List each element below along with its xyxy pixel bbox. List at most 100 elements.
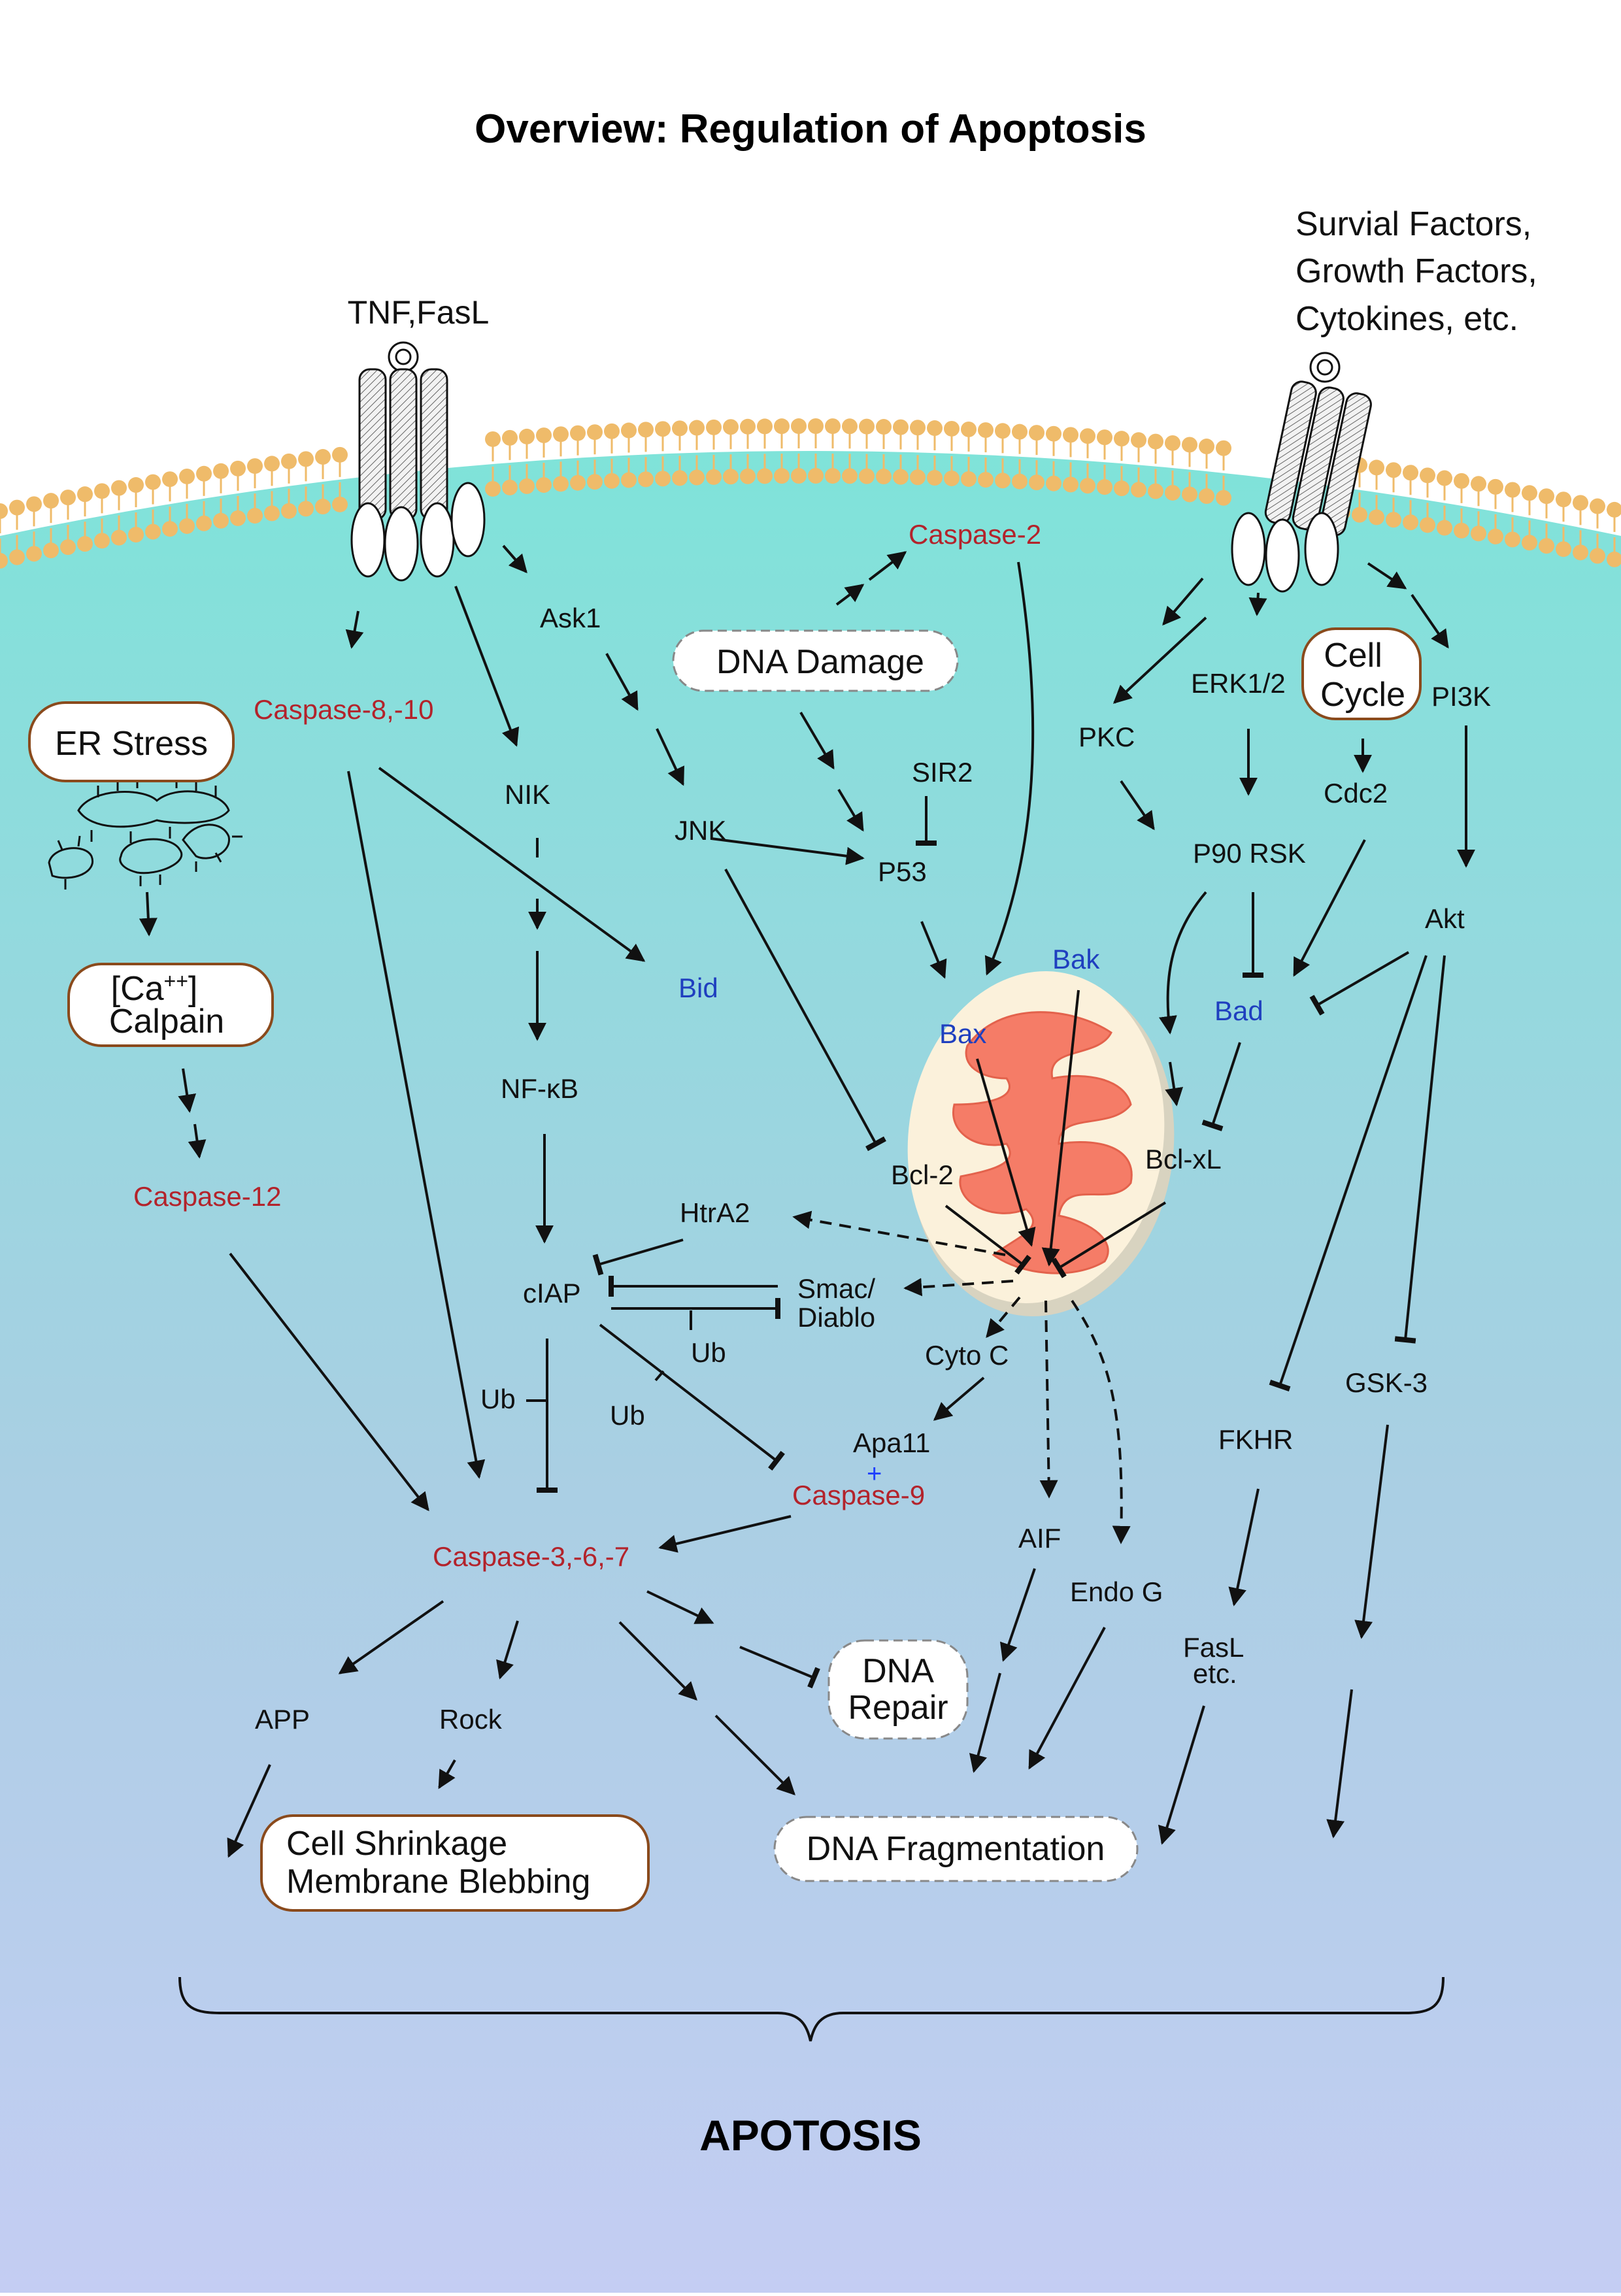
lipid-head (842, 468, 858, 484)
node-bcl2: Bcl-2 (891, 1159, 954, 1190)
box-dna-damage: DNA Damage (672, 629, 959, 692)
lipid-head (1182, 437, 1197, 453)
box-cell-cycle: Cell Cycle (1301, 627, 1422, 720)
lipid-head (757, 418, 773, 435)
lipid-head (1369, 459, 1384, 476)
lipid-head (689, 469, 705, 486)
lipid-head (196, 465, 212, 482)
lipid-head (247, 508, 263, 524)
lipid-head (1097, 429, 1112, 446)
lipid-head (26, 546, 42, 562)
lipid-head (995, 473, 1011, 489)
lipid-head (1080, 478, 1095, 494)
lipid-head (910, 469, 926, 486)
lipid-head (689, 420, 705, 436)
lipid-head (774, 418, 790, 435)
lipid-head (213, 463, 229, 479)
lipid-head (1386, 462, 1401, 478)
ligand-tnf-fasl: TNF,FasL (348, 294, 490, 331)
lipid-head (128, 477, 144, 493)
lipid-head (502, 479, 518, 495)
lipid-head (927, 470, 943, 486)
lipid-head (1522, 485, 1537, 501)
lipid-head (9, 549, 25, 565)
node-cdc2: Cdc2 (1324, 778, 1388, 808)
node-diablo: Diablo (797, 1302, 875, 1333)
lipid-head (1556, 541, 1571, 557)
lipid-head (672, 470, 688, 486)
svg-text:[Ca++]: [Ca++] (111, 969, 198, 1008)
lipid-head (1131, 482, 1146, 498)
lipid-head (519, 478, 535, 494)
lipid-head (1471, 476, 1486, 492)
lipid-head (808, 418, 824, 435)
lipid-head (1454, 473, 1469, 489)
lipid-head (60, 539, 76, 556)
lipid-head (791, 468, 807, 484)
lipid-head (485, 480, 501, 497)
lipid-head (298, 501, 314, 517)
lipid-head (145, 474, 161, 490)
node-bid: Bid (678, 973, 718, 1003)
lipid-head (1012, 424, 1028, 440)
lipid-head (77, 536, 93, 552)
lipid-head (1454, 522, 1469, 539)
lipid-head (638, 422, 654, 438)
lipid-head (1573, 544, 1588, 561)
lipid-head (1539, 488, 1554, 505)
node-apa11: Apa11 (853, 1427, 930, 1458)
pathway-nodes: Caspase-2 Caspase-8,-10 Caspase-12 Caspa… (133, 519, 1491, 1735)
lipid-head (1505, 482, 1520, 498)
lipid-head (94, 533, 110, 549)
node-ub-caspase9: Ub (610, 1400, 645, 1431)
lipid-head (706, 419, 722, 435)
node-rock: Rock (439, 1704, 503, 1735)
lipid-head (213, 512, 229, 529)
lipid-head (570, 425, 586, 441)
er-stress-label: ER Stress (55, 725, 208, 763)
lipid-head (740, 468, 756, 484)
lipid-head (774, 468, 790, 484)
lipid-head (961, 421, 977, 437)
node-fkhr: FKHR (1218, 1424, 1293, 1455)
pathway-arrows (139, 544, 1475, 1858)
lipid-head (111, 529, 127, 546)
lipid-head (179, 518, 195, 534)
lipid-head (927, 420, 943, 437)
lipid-head (1403, 514, 1418, 531)
lipid-head (519, 428, 535, 444)
lipid-head (621, 422, 637, 439)
apoptosis-label: APOTOSIS (699, 2111, 922, 2159)
lipid-head (757, 468, 773, 484)
node-caspase-12: Caspase-12 (133, 1181, 281, 1212)
cell-shrinkage-label: Cell Shrinkage (286, 1825, 507, 1863)
lipid-head (298, 451, 314, 467)
node-jnk: JNK (675, 815, 726, 846)
node-bclxl: Bcl-xL (1145, 1144, 1222, 1174)
lipid-head (978, 422, 994, 439)
lipid-head (723, 419, 739, 435)
lipid-head (1216, 440, 1231, 456)
calpain-label: Calpain (109, 1003, 224, 1040)
node-ask1: Ask1 (540, 603, 601, 633)
node-smac: Smac/ (797, 1273, 875, 1304)
lipid-head (315, 449, 331, 465)
lipid-head (1369, 509, 1384, 525)
lipid-head (145, 524, 161, 540)
lipid-head (1471, 525, 1486, 542)
node-akt: Akt (1425, 903, 1465, 934)
lipid-head (485, 431, 501, 447)
lipid-head (332, 496, 348, 512)
node-bax: Bax (939, 1018, 986, 1049)
lipid-head (9, 499, 25, 516)
lipid-head (0, 553, 8, 569)
lipid-head (1097, 479, 1112, 495)
lipid-head (1046, 425, 1061, 442)
node-caspase-9: Caspase-9 (792, 1480, 925, 1510)
box-dna-repair: DNA Repair (827, 1639, 969, 1740)
lipid-head (876, 469, 892, 485)
node-caspase-8-10: Caspase-8,-10 (254, 694, 433, 725)
ligand-cytokines: Cytokines, etc. (1295, 300, 1518, 338)
lipid-head (536, 477, 552, 493)
node-bad: Bad (1214, 995, 1263, 1026)
